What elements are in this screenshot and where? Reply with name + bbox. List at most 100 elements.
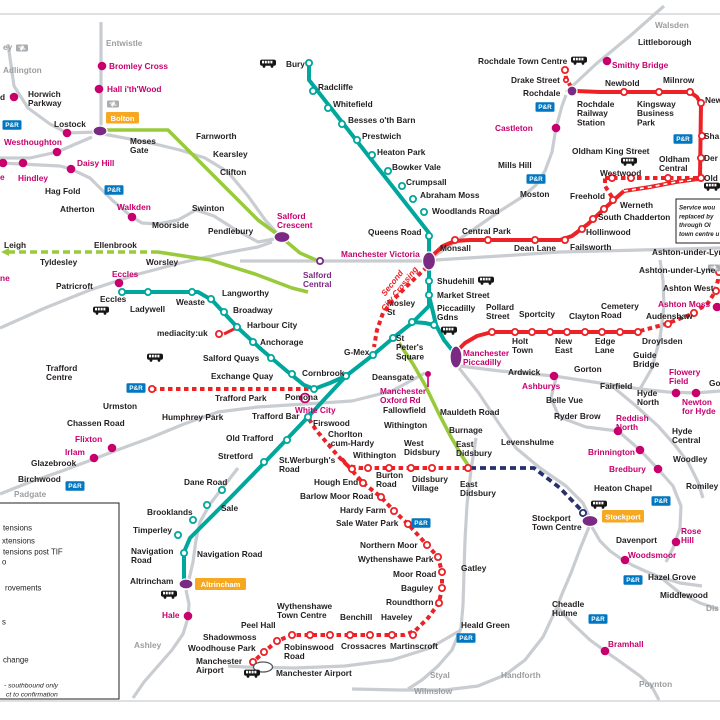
station-label-martinscroft: Martinscroft bbox=[390, 641, 438, 651]
park-and-ride-badge: P&R bbox=[104, 185, 124, 195]
station-dot bbox=[62, 128, 72, 138]
station-stop bbox=[219, 307, 228, 316]
station-label-levenshulme: Levenshulme bbox=[501, 437, 554, 447]
station-stop bbox=[561, 66, 570, 75]
line-styal-rail bbox=[407, 437, 478, 691]
station-stop bbox=[363, 463, 372, 472]
station-label-humphrey-park: Humphrey Park bbox=[162, 412, 224, 422]
station-stop bbox=[429, 320, 438, 329]
legend-item-s: s bbox=[2, 618, 6, 627]
interchange-hub bbox=[449, 345, 463, 369]
station-stop bbox=[347, 464, 356, 473]
line-eccles-line bbox=[122, 290, 347, 391]
station-label-langworthy: Langworthy bbox=[222, 288, 269, 298]
station-label-northern-moor: Northern Moor bbox=[360, 540, 418, 550]
park-and-ride-badge: P&R bbox=[673, 134, 693, 144]
station-label-moorside: Moorside bbox=[152, 220, 189, 230]
station-label-smithy-bridge: Smithy Bridge bbox=[612, 60, 669, 70]
station-stop bbox=[664, 173, 673, 182]
station-stop bbox=[188, 516, 197, 525]
station-label-styal: Styal bbox=[430, 670, 450, 680]
station-label-whitefield: Whitefield bbox=[333, 99, 373, 109]
station-label-rochdale-town-centre: Rochdale Town Centre bbox=[478, 56, 568, 66]
station-label-littleborough: Littleborough bbox=[638, 37, 691, 47]
station-stop bbox=[561, 235, 570, 244]
line-cheadle-rail bbox=[555, 526, 591, 608]
station-label-leigh: Leigh bbox=[4, 240, 26, 250]
station-stop bbox=[323, 104, 332, 113]
station-label-swinton: Swinton bbox=[192, 203, 224, 213]
station-label-market-street: Market Street bbox=[437, 290, 490, 300]
station-stop bbox=[337, 120, 346, 129]
line-hazel-grove-rail bbox=[590, 526, 703, 588]
station-stop bbox=[546, 327, 555, 336]
station-label-birchwood: Birchwood bbox=[18, 474, 61, 484]
station-label-harbour-city: Harbour City bbox=[247, 320, 298, 330]
station-stop bbox=[487, 327, 496, 336]
line-oldham-town-link bbox=[603, 178, 614, 199]
station-label-woodlands-road: Woodlands Road bbox=[432, 206, 500, 216]
station-dot bbox=[89, 453, 99, 463]
station-label-werneth: Werneth bbox=[620, 200, 653, 210]
station-label-haveley: Haveley bbox=[381, 612, 413, 622]
line-disley-rail bbox=[659, 575, 719, 611]
station-stop bbox=[367, 150, 376, 159]
station-label-glazebrook: Glazebrook bbox=[31, 458, 77, 468]
station-stop bbox=[616, 327, 625, 336]
station-label-monsall: Monsall bbox=[440, 243, 471, 253]
terminus-badge-bolton bbox=[106, 112, 139, 124]
line-airport-rail bbox=[227, 628, 462, 670]
station-label-romiley: Romiley bbox=[686, 481, 719, 491]
station-label-ashley: Ashley bbox=[134, 640, 162, 650]
station-label-westhoughton: Westhoughton bbox=[4, 137, 62, 147]
bus-interchange-icon bbox=[478, 276, 494, 285]
station-label-gorton: Gorton bbox=[574, 364, 602, 374]
station-dot bbox=[9, 92, 19, 102]
station-label-sha: Sha bbox=[704, 131, 720, 141]
park-and-ride-badge: P&R bbox=[526, 174, 546, 184]
station-stop bbox=[433, 553, 442, 562]
station-stop bbox=[579, 508, 588, 517]
station-label-altrincham: Altrincham bbox=[130, 576, 173, 586]
station-stop bbox=[147, 384, 156, 393]
station-dot bbox=[183, 611, 193, 621]
park-and-ride-badge: P&R bbox=[623, 575, 643, 585]
station-label-e: e bbox=[0, 172, 5, 182]
station-label-bowker-vale: Bowker Vale bbox=[392, 162, 441, 172]
legend-item-southbound-only: - southbound only bbox=[4, 683, 59, 690]
station-stop bbox=[408, 631, 417, 640]
park-and-ride-badge: P&R bbox=[411, 518, 431, 528]
station-label-entwistle: Entwistle bbox=[106, 38, 143, 48]
interchange-hub bbox=[581, 514, 599, 528]
station-label-belle-vue: Belle Vue bbox=[546, 395, 583, 405]
station-label-clifton: Clifton bbox=[220, 167, 246, 177]
station-label-timperley: Timperley bbox=[133, 525, 172, 535]
station-label-handforth: Handforth bbox=[501, 670, 541, 680]
station-label-pendlebury: Pendlebury bbox=[208, 226, 254, 236]
park-and-ride-badge: P&R bbox=[65, 481, 85, 491]
station-stop bbox=[563, 327, 572, 336]
station-label-drake-street: Drake Street bbox=[511, 75, 560, 85]
line-urmston-rail bbox=[0, 371, 426, 496]
svg-text:P&R: P&R bbox=[529, 176, 543, 183]
station-label-urmston: Urmston bbox=[103, 401, 137, 411]
bus-interchange-icon bbox=[704, 182, 720, 191]
station-label-eccles: Eccles bbox=[100, 294, 127, 304]
station-label-hag-fold: Hag Fold bbox=[45, 186, 81, 196]
station-label-eccles: Eccles bbox=[112, 269, 139, 279]
station-stop bbox=[368, 350, 377, 359]
station-label-worsley: Worsley bbox=[146, 257, 179, 267]
station-stop bbox=[562, 76, 570, 84]
station-dot bbox=[66, 164, 76, 174]
station-stop bbox=[510, 327, 519, 336]
park-and-ride-badge: P&R bbox=[588, 614, 608, 624]
